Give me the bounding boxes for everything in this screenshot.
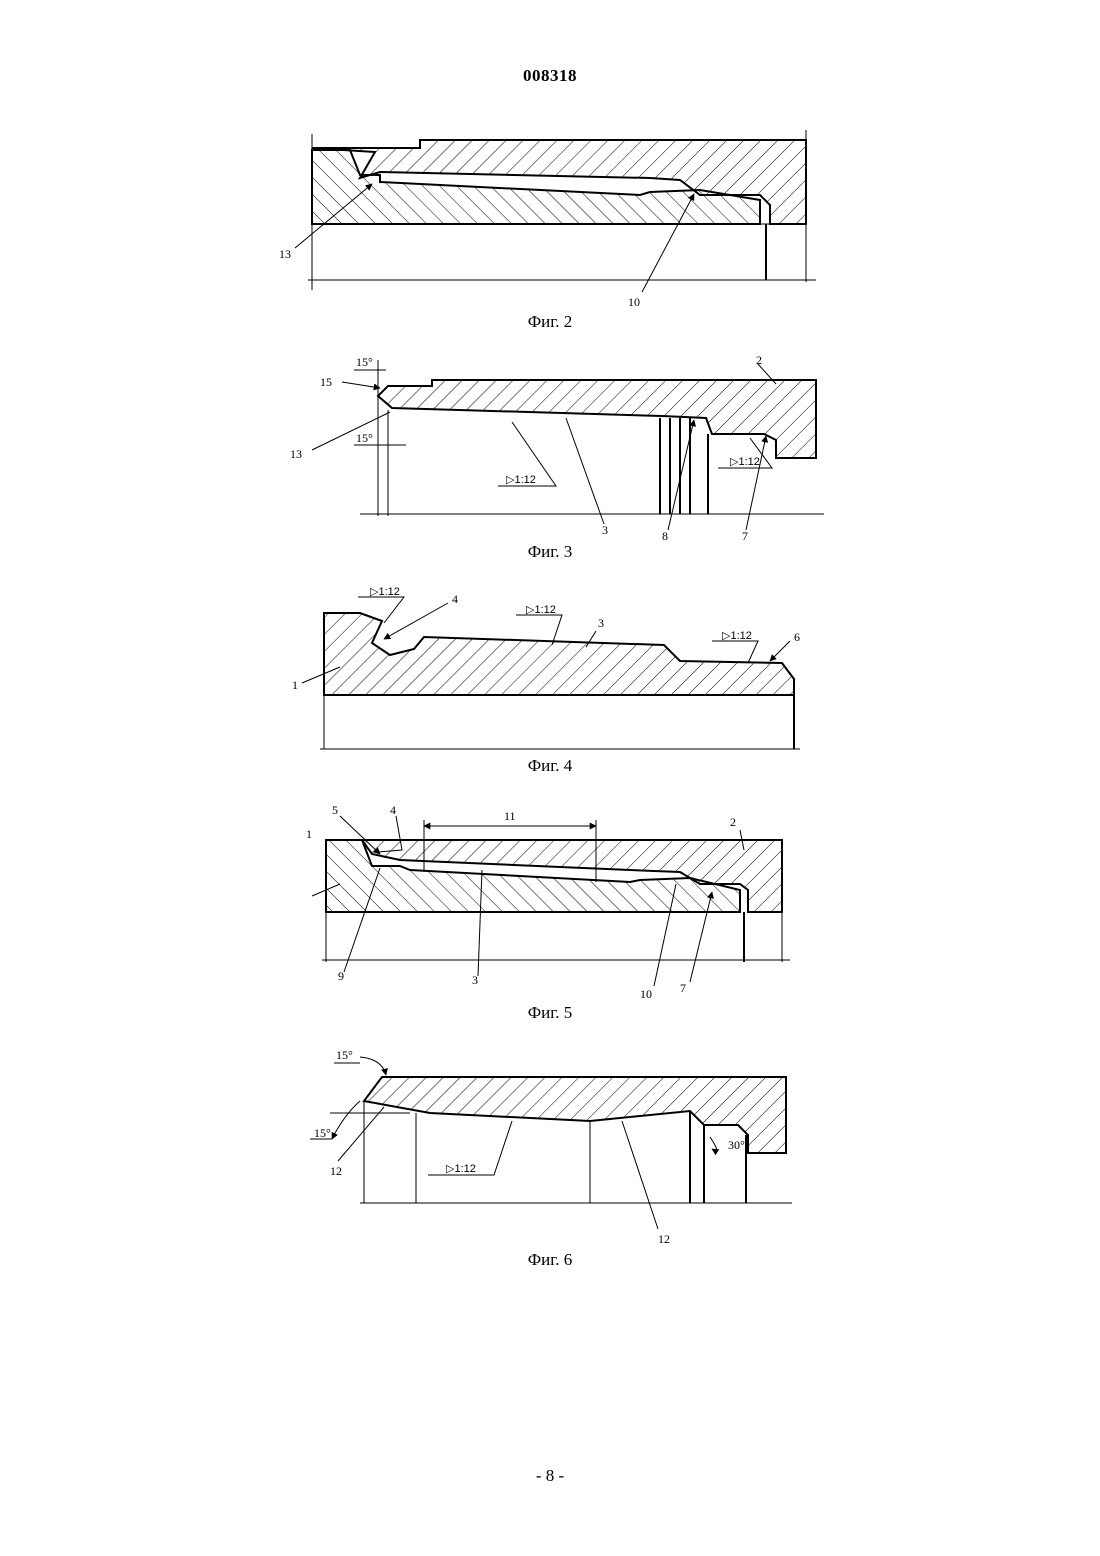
label-3: 3 <box>472 973 478 987</box>
label-2: 2 <box>730 815 736 829</box>
label-3: 3 <box>598 616 604 630</box>
label-13: 13 <box>279 247 291 261</box>
label-10: 10 <box>628 295 640 309</box>
label-8: 8 <box>662 529 668 543</box>
angle-15-top: 15° <box>356 355 373 369</box>
taper-1-12-b: ▷1:12 <box>730 456 760 468</box>
label-9: 9 <box>338 969 344 983</box>
label-2: 2 <box>756 353 762 367</box>
label-3: 3 <box>602 523 608 537</box>
taper-1-12: ▷1:12 <box>446 1163 476 1175</box>
label-1: 1 <box>292 678 298 692</box>
figure-4-drawing: ▷1:12 4 ▷1:12 3 ▷1:12 6 1 <box>0 585 1100 760</box>
label-12-right: 12 <box>658 1232 670 1246</box>
figure-3-caption: Фиг. 3 <box>0 542 1100 562</box>
label-4: 4 <box>390 803 396 817</box>
label-4: 4 <box>452 592 458 606</box>
page-number: - 8 - <box>0 1466 1100 1486</box>
taper-1-12-b: ▷1:12 <box>526 604 556 616</box>
label-1: 1 <box>306 827 312 841</box>
label-7: 7 <box>680 981 686 995</box>
figure-6-drawing: 15° 15° 12 ▷1:12 12 30° <box>0 1045 1100 1255</box>
angle-30: 30° <box>728 1138 745 1152</box>
label-13: 13 <box>290 447 302 461</box>
label-15: 15 <box>320 375 332 389</box>
figure-4-caption: Фиг. 4 <box>0 756 1100 776</box>
angle-15-top: 15° <box>336 1048 353 1062</box>
figure-5-drawing: 5 4 11 2 1 9 3 10 7 <box>0 800 1100 1000</box>
label-5: 5 <box>332 803 338 817</box>
figure-6-caption: Фиг. 6 <box>0 1250 1100 1270</box>
label-12-left: 12 <box>330 1164 342 1178</box>
document-number: 008318 <box>0 66 1100 86</box>
figure-2-drawing: 13 10 <box>0 120 1100 310</box>
figure-5-caption: Фиг. 5 <box>0 1003 1100 1023</box>
angle-15-bottom: 15° <box>314 1126 331 1140</box>
label-10: 10 <box>640 987 652 1001</box>
label-11: 11 <box>504 809 516 823</box>
figure-3-drawing: 15° 15 15° 13 2 ▷1:12 ▷1:12 3 8 7 <box>0 350 1100 530</box>
label-7: 7 <box>742 529 748 543</box>
taper-1-12-c: ▷1:12 <box>722 630 752 642</box>
label-6: 6 <box>794 630 800 644</box>
figure-2-caption: Фиг. 2 <box>0 312 1100 332</box>
angle-15-bottom: 15° <box>356 431 373 445</box>
taper-1-12-a: ▷1:12 <box>506 474 536 486</box>
taper-1-12-a: ▷1:12 <box>370 586 400 598</box>
